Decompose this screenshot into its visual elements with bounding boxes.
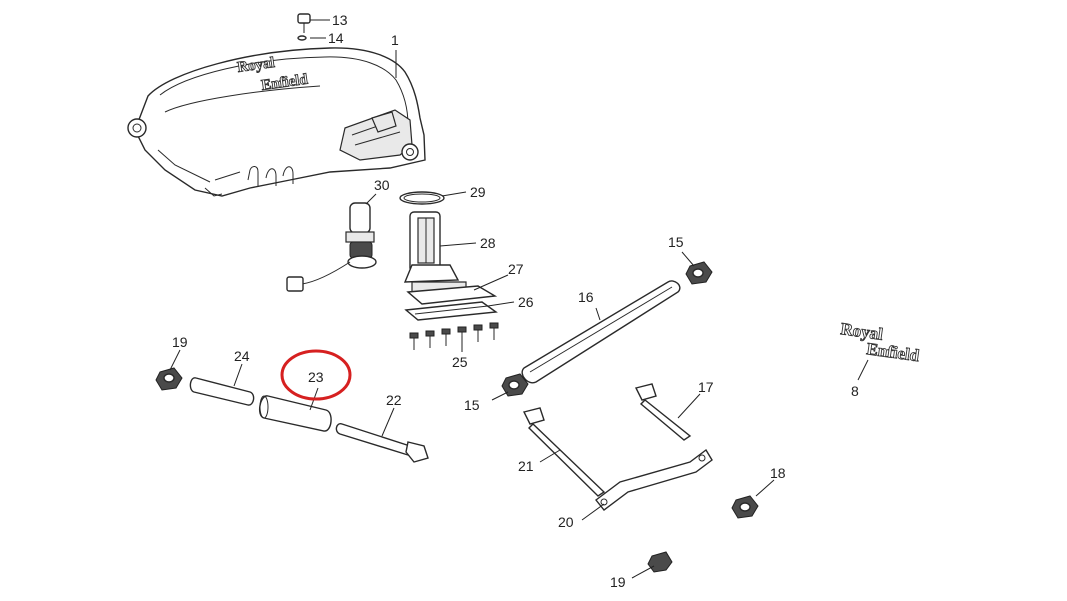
- label-16: 16: [578, 289, 594, 305]
- label-20: 20: [558, 514, 574, 530]
- label-19-left: 19: [172, 334, 188, 350]
- nut-18: [731, 495, 759, 519]
- fuel-pump-28: [403, 211, 467, 293]
- label-30: 30: [374, 177, 390, 193]
- rod-24: [189, 377, 255, 406]
- bolt-22: [335, 423, 429, 463]
- sensor-30: [286, 202, 377, 292]
- tank-logo-line1: Royal: [236, 55, 275, 76]
- nut-19-left: [155, 367, 183, 391]
- nut-15-top: [685, 261, 713, 285]
- label-15-top: 15: [668, 234, 684, 250]
- label-26: 26: [518, 294, 534, 310]
- tube-16: [521, 280, 681, 384]
- label-13: 13: [332, 12, 348, 28]
- label-29: 29: [470, 184, 486, 200]
- label-19-bottom: 19: [610, 574, 626, 590]
- label-1: 1: [391, 32, 399, 48]
- bolts-25: [409, 322, 499, 350]
- leader-lines: [169, 19, 869, 579]
- spacer-23: [258, 395, 332, 432]
- label-17: 17: [698, 379, 714, 395]
- label-27: 27: [508, 261, 524, 277]
- bolt-17: [634, 383, 692, 441]
- gasket-29: [399, 191, 445, 205]
- washer-14: [297, 35, 307, 41]
- fuel-tank: Royal Enfield: [127, 47, 426, 197]
- decal-8: Royal Enfield: [839, 319, 921, 366]
- label-21: 21: [518, 458, 534, 474]
- label-25: 25: [452, 354, 468, 370]
- callout-labels: 13 14 1 30 29 28 27 26 25 15 16 15 17 18…: [172, 12, 859, 590]
- label-8: 8: [851, 383, 859, 399]
- decal-logo-line1: Royal: [839, 319, 884, 344]
- label-22: 22: [386, 392, 402, 408]
- label-28: 28: [480, 235, 496, 251]
- decal-logo-line2: Enfield: [865, 339, 921, 365]
- label-24: 24: [234, 348, 250, 364]
- label-14: 14: [328, 30, 344, 46]
- nut-19-bottom: [647, 551, 673, 573]
- tank-logo-line2: Enfield: [260, 72, 309, 94]
- plate-27: [406, 285, 498, 305]
- highlight-circle: [280, 349, 352, 401]
- label-18: 18: [770, 465, 786, 481]
- label-23: 23: [308, 369, 324, 385]
- nut-15-bottom: [501, 373, 529, 397]
- screw-13: [297, 13, 311, 33]
- plate-26: [404, 301, 498, 321]
- label-15-bottom: 15: [464, 397, 480, 413]
- bracket-20: [595, 448, 713, 511]
- bolt-21: [522, 407, 606, 497]
